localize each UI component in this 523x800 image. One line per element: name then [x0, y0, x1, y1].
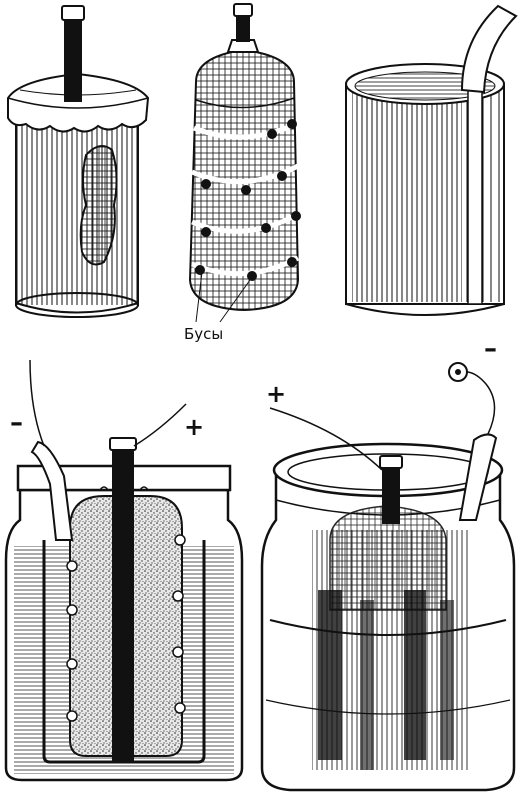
- minus-terminal-right-label: –: [484, 334, 497, 364]
- plus-terminal-left-label: +: [184, 413, 205, 441]
- minus-terminal-left-label: –: [10, 408, 23, 438]
- beads-label: Бусы: [184, 325, 224, 343]
- split-cylinder: [345, 4, 518, 316]
- cylinder-with-cloth: [7, 5, 150, 318]
- assembled-cell: [260, 362, 516, 792]
- plus-terminal-right-label: +: [266, 380, 287, 408]
- bag-with-beads: [188, 3, 301, 323]
- jar-cross-section: [4, 359, 244, 782]
